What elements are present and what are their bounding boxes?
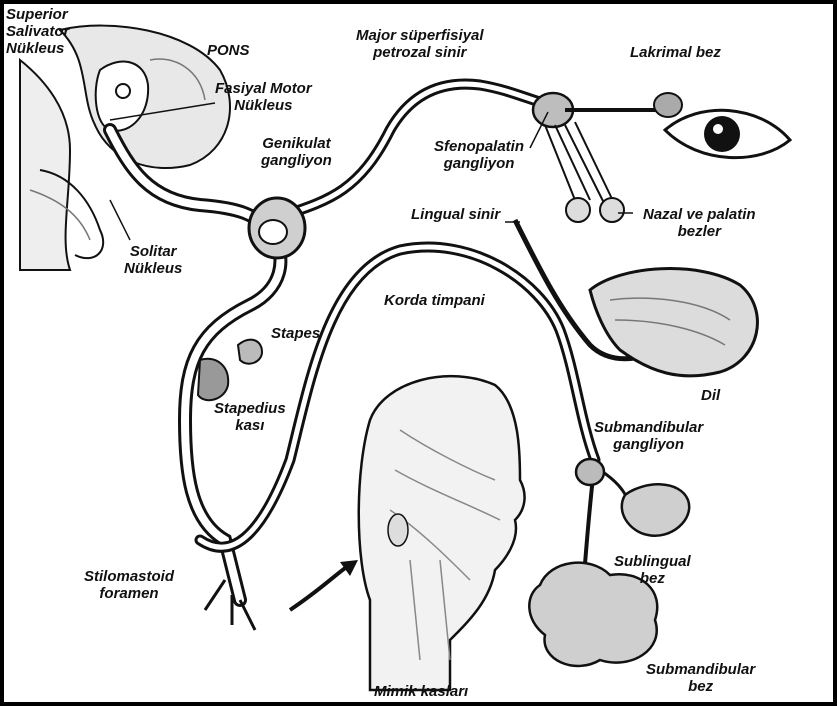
label-nazal-palatin: Nazal ve palatin bezler xyxy=(643,206,756,240)
label-submandibular-bez: Submandibular bez xyxy=(646,661,755,695)
label-lakrimal: Lakrimal bez xyxy=(630,44,721,61)
label-mimik: Mimik kasları xyxy=(374,683,468,700)
label-lingual: Lingual sinir xyxy=(411,206,500,223)
sublingual-gland xyxy=(622,484,689,535)
label-submandibular-gangliyon: Submandibular gangliyon xyxy=(594,419,703,453)
label-korda: Korda timpani xyxy=(384,292,485,309)
label-stilomastoid: Stilomastoid foramen xyxy=(84,568,174,602)
label-dil: Dil xyxy=(701,387,720,404)
label-fasiyal-motor: Fasiyal Motor Nükleus xyxy=(215,80,312,114)
label-pons: PONS xyxy=(207,42,250,59)
sphenopalatine-ganglion xyxy=(533,93,660,222)
label-sublingual: Sublingual bez xyxy=(614,553,691,587)
label-superior-salivator: Superior Salivator Nükleus xyxy=(6,6,69,57)
label-genikulat: Genikulat gangliyon xyxy=(261,135,332,169)
stapes-illustration xyxy=(198,340,262,401)
label-stapedius: Stapedius kası xyxy=(214,400,286,434)
submandibular-ganglion xyxy=(576,459,604,485)
label-sfenopalatin: Sfenopalatin gangliyon xyxy=(434,138,524,172)
label-stapes: Stapes xyxy=(271,325,320,342)
label-major-superfisiyal: Major süperfisiyal petrozal sinir xyxy=(356,27,484,61)
head-illustration xyxy=(359,376,525,690)
geniculate-ganglion xyxy=(249,198,305,258)
label-solitar: Solitar Nükleus xyxy=(124,243,182,277)
arrow-to-face xyxy=(290,566,348,610)
eye-illustration xyxy=(654,93,790,158)
